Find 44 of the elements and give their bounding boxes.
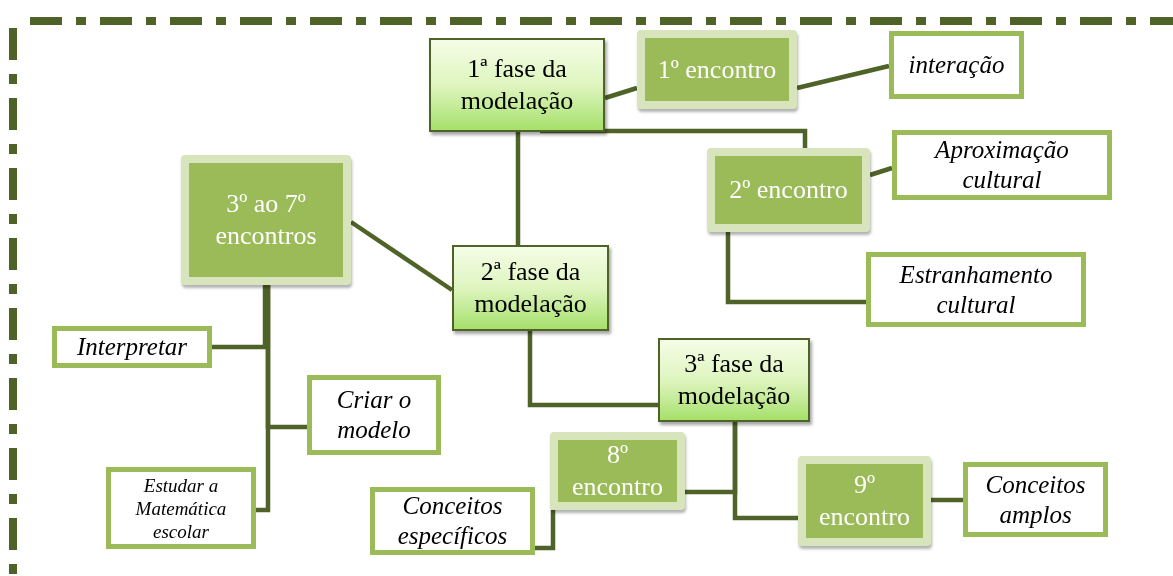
- topic-box: [866, 252, 1086, 327]
- meeting-box: [707, 148, 870, 232]
- connector-line: [540, 128, 808, 148]
- topic-box: [106, 467, 256, 549]
- box-label: 3ª fase da modelação: [676, 348, 792, 412]
- topic-box: [963, 462, 1108, 537]
- topic-box: [52, 326, 212, 368]
- topic-box: [370, 487, 535, 555]
- box-label: Interpretar: [76, 332, 188, 362]
- connector-line: [732, 422, 798, 521]
- meeting-box: [798, 456, 931, 546]
- connector-line: [869, 165, 893, 178]
- box-label: 2º encontro: [729, 174, 848, 206]
- meeting-box: [637, 30, 797, 109]
- phase-box: [452, 245, 609, 331]
- topic-box: [892, 130, 1112, 200]
- box-label: 9º encontro: [818, 469, 911, 533]
- topic-box: [889, 31, 1024, 99]
- box-label: Conceitos amplos: [984, 469, 1087, 530]
- connector-line: [796, 63, 890, 91]
- connector-line: [725, 232, 866, 305]
- box-label: 1ª fase da modelação: [459, 53, 575, 117]
- box-label: 8º encontro: [571, 439, 664, 503]
- box-label: 1º encontro: [657, 53, 777, 86]
- box-label: Estudar a Matemática escolar: [134, 473, 228, 543]
- box-label: 2ª fase da modelação: [473, 256, 588, 320]
- topic-box: [307, 375, 441, 455]
- meeting-box: [181, 155, 351, 285]
- box-label: Criar o modelo: [335, 385, 413, 445]
- phase-box: [429, 38, 605, 132]
- connector-line: [535, 510, 556, 551]
- box-label: Estranhamento cultural: [898, 259, 1054, 320]
- box-label: 3º ao 7º encontros: [214, 188, 318, 252]
- box-label: interação: [908, 50, 1005, 80]
- box-label: Aproximação cultural: [932, 135, 1070, 195]
- connector-line: [604, 85, 638, 101]
- connector-line: [515, 132, 521, 245]
- box-label: Conceitos específicos: [396, 491, 509, 551]
- connector-line: [256, 285, 271, 513]
- phase-box: [658, 338, 810, 422]
- connector-line: [212, 285, 268, 350]
- connector-line: [931, 497, 963, 503]
- connector-line: [527, 331, 658, 408]
- meeting-box: [550, 432, 685, 510]
